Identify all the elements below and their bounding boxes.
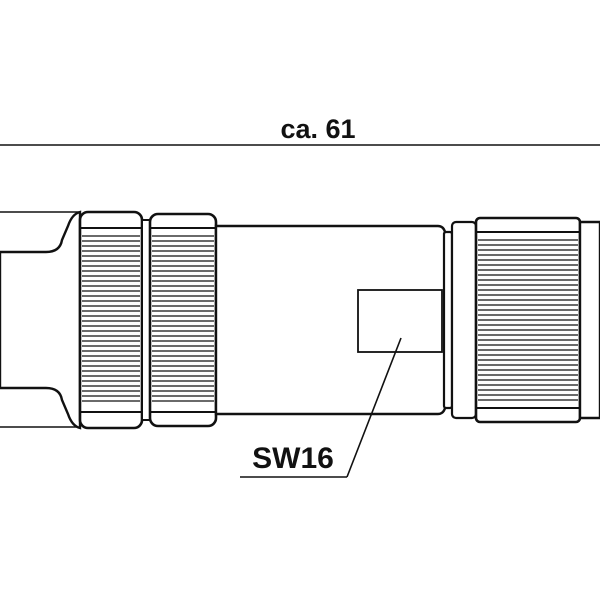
thread-stub — [0, 210, 82, 430]
callout-leader — [240, 337, 402, 478]
callout-label: SW16 — [252, 442, 334, 475]
extension-lines — [0, 211, 80, 428]
cable-grip — [474, 216, 582, 424]
knurled-nut-1 — [78, 210, 144, 430]
knurled-nut-2 — [148, 212, 218, 428]
connector-body — [214, 224, 448, 416]
dimension-label: ca. 61 — [280, 114, 355, 144]
collar-rings — [442, 220, 478, 420]
cable-end — [578, 220, 600, 420]
